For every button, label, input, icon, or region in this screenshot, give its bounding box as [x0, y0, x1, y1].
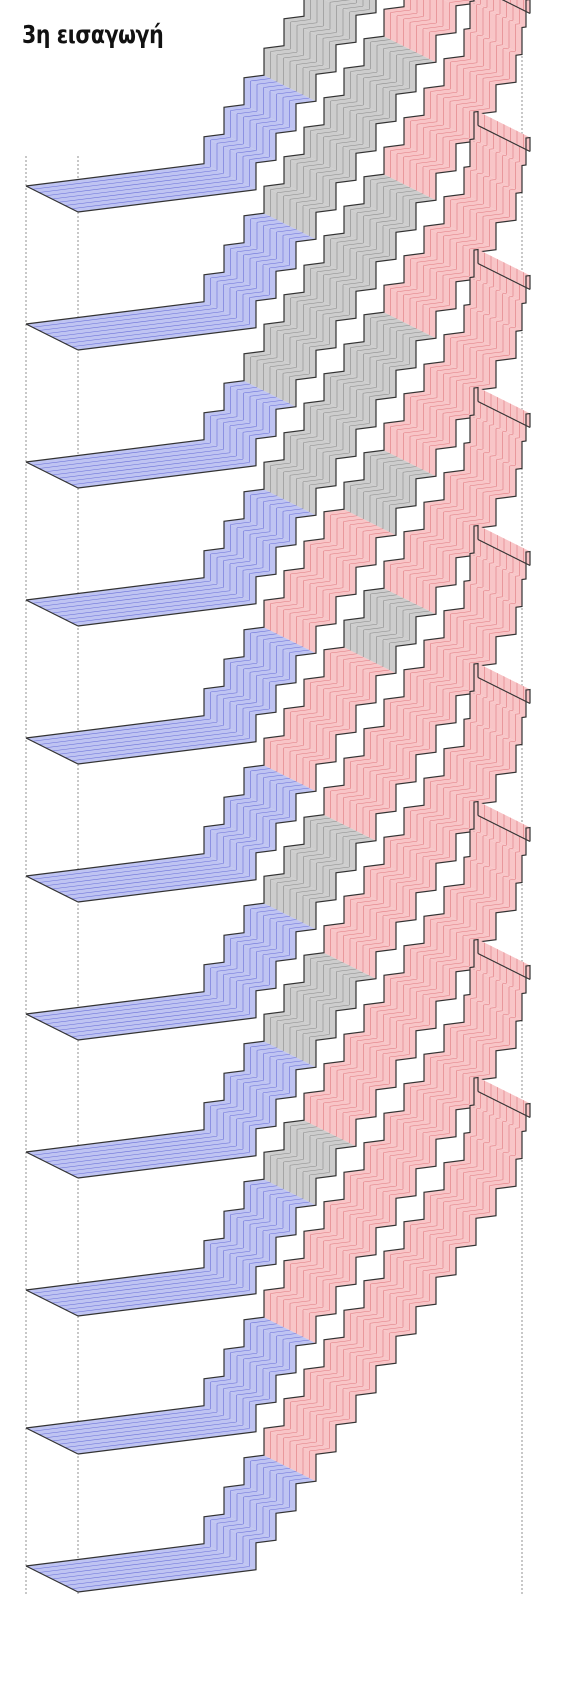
insertion-steps-diagram: [0, 0, 588, 1695]
